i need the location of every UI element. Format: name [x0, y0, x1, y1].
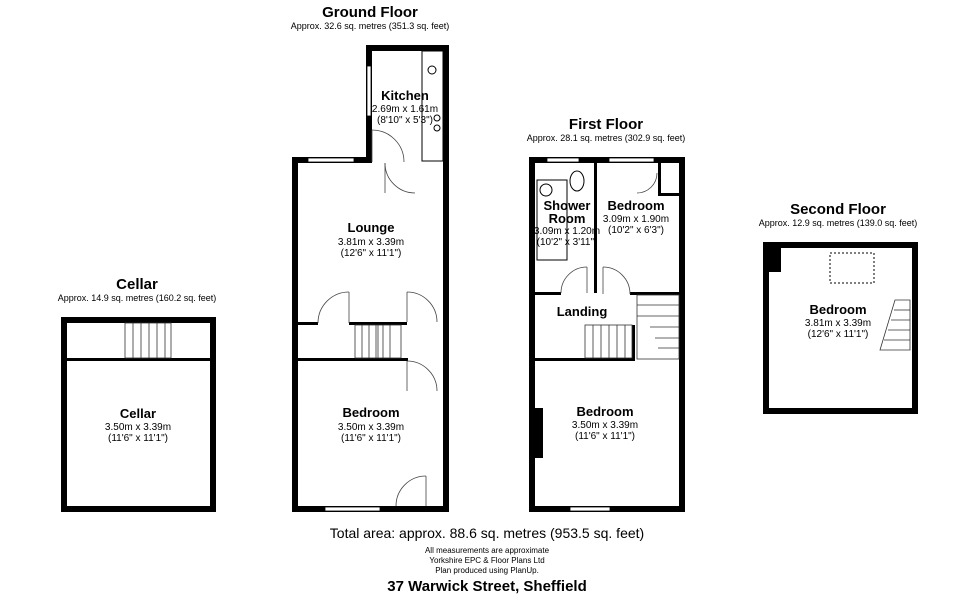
first-bedroom-metric: 3.50m x 3.39m: [572, 420, 638, 431]
property-address: 37 Warwick Street, Sheffield: [387, 578, 587, 594]
cellar-title: Cellar: [116, 276, 158, 293]
shower-room-label-2: Room: [549, 211, 586, 226]
second-floor-area: Approx. 12.9 sq. metres (139.0 sq. feet): [759, 218, 918, 228]
footer-note-software: Plan produced using PlanUp.: [435, 566, 539, 575]
shower-room-imperial: (10'2" x 3'11"): [537, 237, 598, 248]
first-floor-plan: [529, 157, 685, 512]
ground-floor-title: Ground Floor: [322, 4, 418, 21]
cellar-room-metric: 3.50m x 3.39m: [105, 422, 171, 433]
lounge-metric: 3.81m x 3.39m: [338, 237, 404, 248]
first-small-bedroom-label: Bedroom: [607, 198, 664, 213]
footer-note-company: Yorkshire EPC & Floor Plans Ltd: [429, 556, 544, 565]
first-small-bedroom-metric: 3.09m x 1.90m: [603, 214, 669, 225]
kitchen-label: Kitchen: [381, 88, 429, 103]
footer-note-measurements: All measurements are approximate: [425, 546, 550, 555]
shower-room-label: Shower: [544, 198, 591, 213]
ground-floor-plan: [292, 45, 449, 512]
first-floor-area: Approx. 28.1 sq. metres (302.9 sq. feet): [527, 133, 686, 143]
second-floor-title: Second Floor: [790, 201, 886, 218]
cellar-area: Approx. 14.9 sq. metres (160.2 sq. feet): [58, 293, 217, 303]
ground-bedroom-metric: 3.50m x 3.39m: [338, 422, 404, 433]
cellar-room-imperial: (11'6" x 11'1"): [108, 433, 168, 444]
landing-label: Landing: [557, 304, 608, 319]
first-bedroom-imperial: (11'6" x 11'1"): [575, 431, 635, 442]
cellar-room-label: Cellar: [120, 406, 156, 421]
ground-bedroom-label: Bedroom: [342, 405, 399, 420]
shower-room-metric: 3.09m x 1.20m: [534, 226, 600, 237]
lounge-imperial: (12'6" x 11'1"): [341, 248, 402, 259]
total-area: Total area: approx. 88.6 sq. metres (953…: [330, 525, 644, 541]
ground-floor-area: Approx. 32.6 sq. metres (351.3 sq. feet): [291, 21, 450, 31]
second-bedroom-imperial: (12'6" x 11'1"): [808, 329, 869, 340]
first-floor-title: First Floor: [569, 116, 643, 133]
lounge-label: Lounge: [348, 220, 395, 235]
kitchen-imperial: (8'10" x 5'3"): [377, 115, 433, 126]
second-floor-plan: [763, 242, 918, 414]
ground-bedroom-imperial: (11'6" x 11'1"): [341, 433, 401, 444]
first-bedroom-label: Bedroom: [576, 404, 633, 419]
first-small-bedroom-imperial: (10'2" x 6'3"): [608, 225, 664, 236]
second-bedroom-label: Bedroom: [809, 302, 866, 317]
cellar-plan: [61, 317, 216, 512]
second-bedroom-metric: 3.81m x 3.39m: [805, 318, 871, 329]
kitchen-metric: 2.69m x 1.61m: [372, 104, 438, 115]
